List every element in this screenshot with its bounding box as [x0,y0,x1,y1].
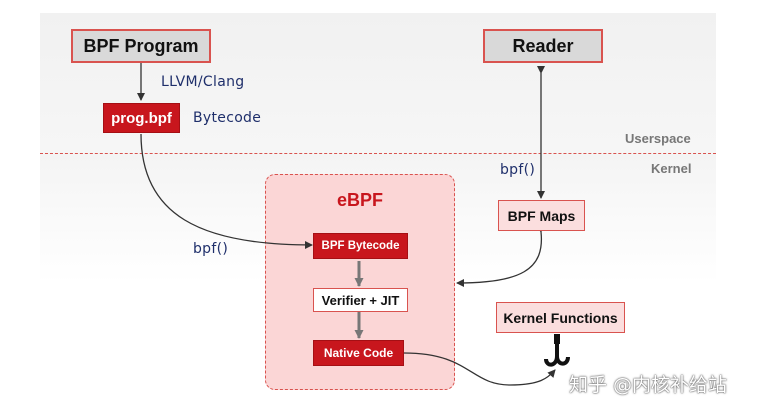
verifier-jit-node: Verifier + JIT [313,288,408,312]
userspace-label: Userspace [625,131,691,146]
arrow-native-kernelfn [403,352,556,386]
arrow-maps-ebpf [456,224,545,287]
arrow-load-bytecode [140,133,313,249]
llvm-clang-label: LLVM/Clang [161,74,245,90]
prog-bpf-node: prog.bpf [103,103,180,133]
bpf-maps-node: BPF Maps [498,200,585,231]
bpf-call-reader-label: bpf() [500,162,536,178]
bytecode-label: Bytecode [193,110,262,126]
hook-icon [544,334,570,367]
reader-node: Reader [483,29,603,63]
ebpf-title: eBPF [336,190,383,210]
bpf-program-node: BPF Program [71,29,211,63]
kernel-functions-node: Kernel Functions [496,302,625,333]
kernel-label: Kernel [651,161,692,176]
native-code-node: Native Code [313,340,404,366]
userspace-kernel-boundary [40,153,716,154]
bpf-call-load-label: bpf() [193,241,229,257]
bpf-bytecode-node: BPF Bytecode [313,233,408,259]
watermark: 知乎 @内核补给站 [569,374,728,396]
